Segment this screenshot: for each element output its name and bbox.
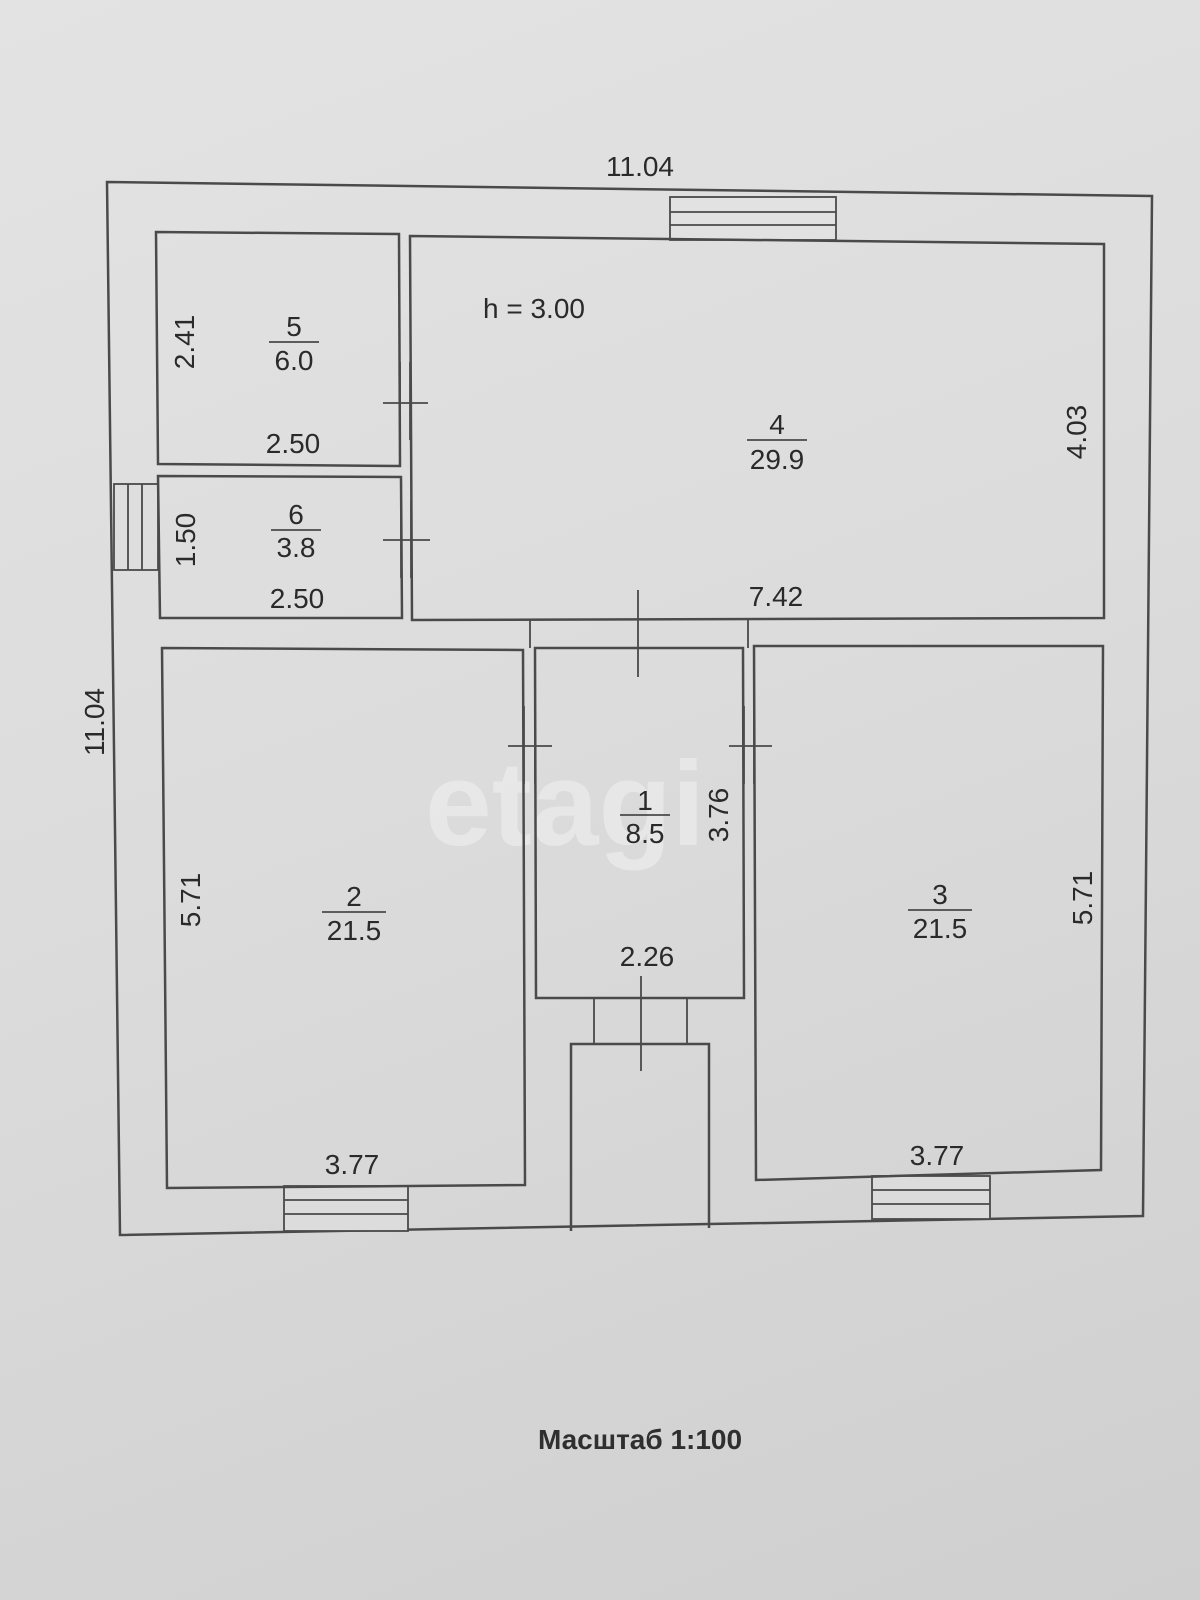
window-bottom-right bbox=[871, 1175, 991, 1220]
room-6 bbox=[156, 474, 404, 620]
room-5 bbox=[154, 230, 402, 468]
outer-wall bbox=[105, 180, 1154, 1237]
scale-label: Масштаб 1:100 bbox=[538, 1424, 742, 1455]
room-2-height: 5.71 bbox=[175, 873, 206, 928]
room-5-height: 2.41 bbox=[169, 315, 200, 370]
room-3-number: 3 bbox=[932, 879, 948, 910]
watermark: etagi bbox=[425, 737, 705, 871]
room-2-width: 3.77 bbox=[325, 1149, 380, 1180]
outer-width-label: 11.04 bbox=[606, 151, 674, 182]
room-3-area: 21.5 bbox=[913, 913, 968, 944]
outer-height-label: 11.04 bbox=[79, 688, 110, 756]
room-6-area: 3.8 bbox=[277, 532, 316, 563]
room-4-height: 4.03 bbox=[1061, 405, 1092, 460]
room-5-number: 5 bbox=[286, 311, 302, 342]
window-left bbox=[113, 483, 159, 571]
window-bottom-left bbox=[283, 1185, 409, 1232]
room-4 bbox=[408, 234, 1106, 622]
room-6-height: 1.50 bbox=[170, 513, 201, 568]
room-1 bbox=[533, 646, 746, 1000]
room-1-number: 1 bbox=[637, 785, 653, 816]
window-top bbox=[669, 196, 837, 241]
room-3-height: 5.71 bbox=[1067, 871, 1098, 926]
room-5-width: 2.50 bbox=[266, 428, 321, 459]
room-4-area: 29.9 bbox=[750, 444, 805, 475]
room-5-area: 6.0 bbox=[275, 345, 314, 376]
room-3-width: 3.77 bbox=[910, 1140, 965, 1171]
door-room-6 bbox=[383, 500, 430, 578]
room-6-number: 6 bbox=[288, 499, 304, 530]
room-6-width: 2.50 bbox=[270, 583, 325, 614]
room-1-area: 8.5 bbox=[626, 818, 665, 849]
ceiling-height-label: h = 3.00 bbox=[483, 293, 585, 324]
room-2 bbox=[160, 646, 527, 1190]
room-1-height: 3.76 bbox=[703, 788, 734, 843]
entrance-porch bbox=[569, 998, 711, 1231]
door-room-5 bbox=[383, 362, 428, 440]
door-room-3 bbox=[729, 706, 772, 784]
room-3 bbox=[752, 644, 1105, 1182]
room-2-area: 21.5 bbox=[327, 915, 382, 946]
room-4-width: 7.42 bbox=[749, 581, 804, 612]
room-1-width: 2.26 bbox=[620, 941, 675, 972]
door-room-2 bbox=[508, 706, 552, 784]
room-2-number: 2 bbox=[346, 881, 362, 912]
room-4-number: 4 bbox=[769, 409, 785, 440]
